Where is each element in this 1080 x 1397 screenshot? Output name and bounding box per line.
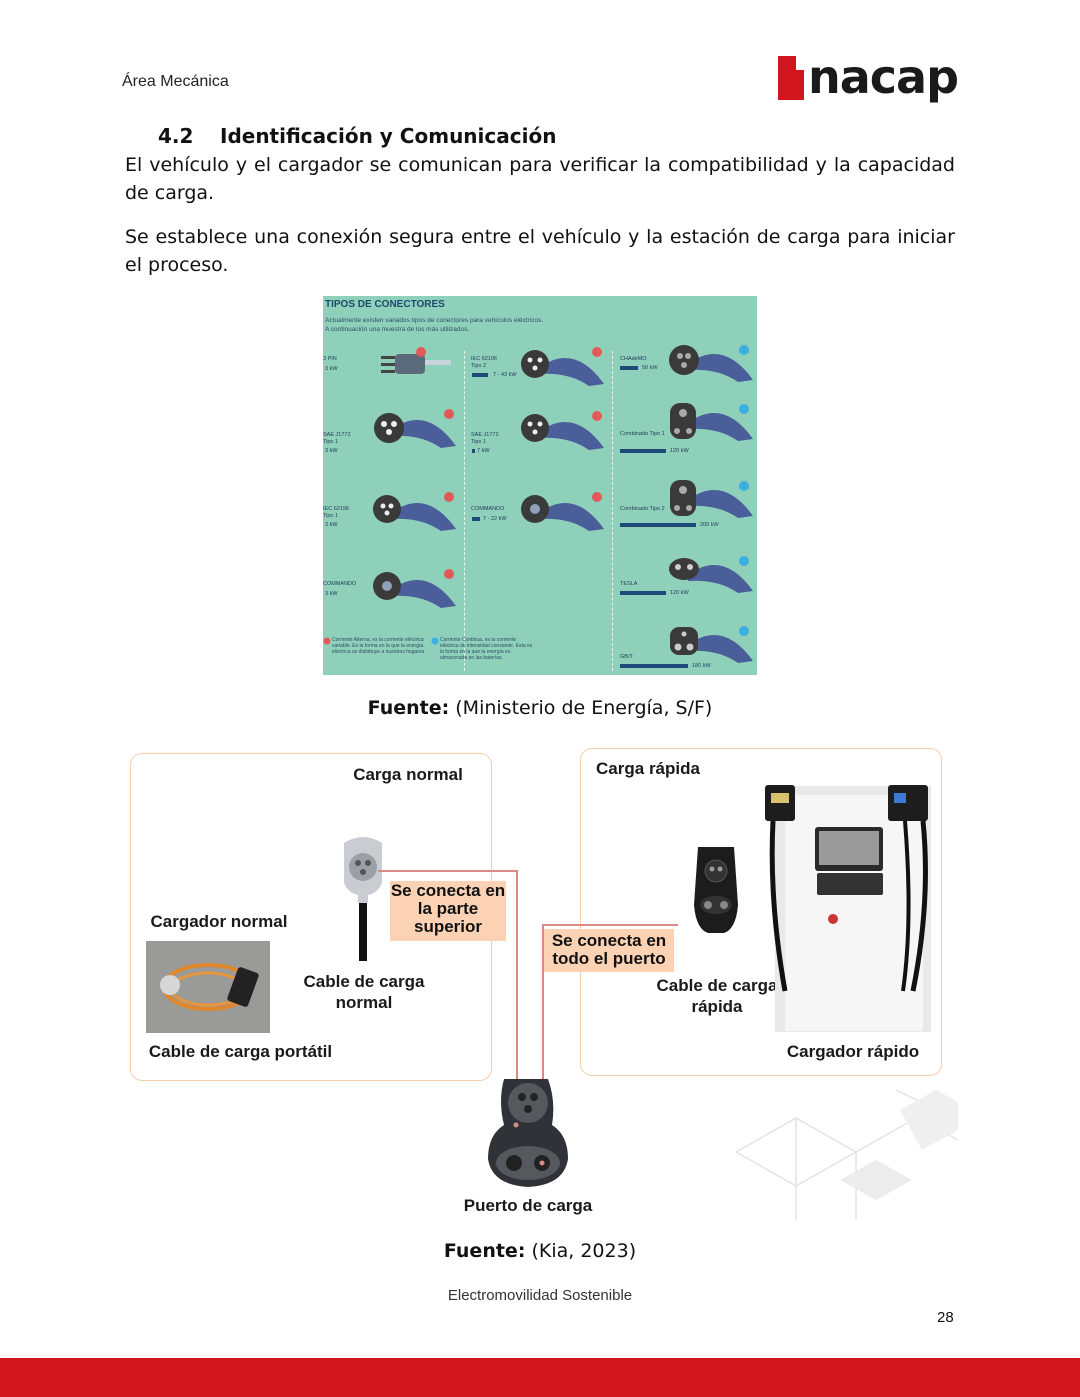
plug-iec-tipo2-icon [521,347,604,386]
connector-line [542,924,544,1166]
connector-label: SAE J1772 Tipo 1 [323,432,351,445]
logo-mark [778,56,804,100]
fast-charger-image [765,785,931,1032]
connector-power: 7 kW [477,448,490,454]
footer-red-bar [0,1358,1080,1397]
normal-cable-plug-image [344,837,382,961]
power-bar [620,366,638,370]
connector-label: COMMANDO [471,506,505,512]
source-text: (Ministerio de Energía, S/F) [449,697,713,719]
power-bar [472,449,475,453]
source-label: Fuente: [367,697,450,719]
plug-commando-icon [521,492,604,531]
connector-line [542,924,678,926]
power-bar [620,523,696,527]
plug-tesla-icon [669,556,753,593]
power-bar [620,449,666,453]
infographic-title: TIPOS DE CONECTORES [325,299,445,310]
connector-power: 120 kW [670,590,689,596]
plug-ccs1-icon [670,403,753,441]
connector-line [378,870,518,872]
plug-ccs2-icon [670,480,753,518]
logo-text: nacap [808,50,959,104]
charging-port-label: Puerto de carga [463,1196,593,1215]
connector-power: 3 kW [325,448,338,454]
plug-commando-icon [373,569,456,608]
fast-cable-plug-image [694,847,738,933]
connector-power: 3 kW [325,591,338,597]
plug-3pin-icon [381,347,451,374]
source-text: (Kia, 2023) [525,1240,637,1262]
section-title: Identificación y Comunicación [220,124,557,148]
fast-charger-label: Cargador rápido [786,1042,920,1061]
power-bar [472,517,480,521]
column-divider [612,351,613,671]
page-number: 28 [937,1309,954,1326]
paragraph-2: Se establece una conexión segura entre e… [125,226,955,276]
source-label: Fuente: [443,1240,526,1262]
power-bar [620,591,666,595]
plug-sae-j1772-icon [521,411,604,450]
inacap-logo: nacap [778,50,962,110]
subtitle-line-2: A continuación una muestra de los más ut… [325,326,470,333]
section-number: 4.2 [158,124,194,148]
connectors-infographic: TIPOS DE CONECTORES Actualmente existen … [323,296,757,675]
connector-label: Combinado Tipo 2 [620,506,665,512]
connector-line [516,870,518,1165]
connector-label: IEC 62196 Tipo 2 [471,356,497,369]
connector-label: 3 PIN [323,356,337,362]
fast-charge-title: Carga rápida [596,759,700,778]
section-heading: 4.2 Identificación y Comunicación [158,124,556,148]
fast-charge-panel [580,748,942,1076]
tag-top-connection: Se conecta en la parte superior [390,881,506,941]
power-bar [620,664,688,668]
header-area: Área Mecánica [122,73,229,90]
note-dc: Corriente Continua, es la corriente eléc… [440,637,533,661]
plug-chademo-icon [669,345,753,382]
plug-iec-tipo1-icon [373,492,456,531]
connector-power: 120 kW [670,448,689,454]
power-bar [472,373,488,377]
decorative-watermark-icon [736,1090,958,1220]
subtitle-line-1: Actualmente existen variados tipos de co… [325,317,544,324]
connector-label: Combinado Tipo 1 [620,431,665,437]
source-caption-2: Fuente: (Kia, 2023) [0,1240,1080,1262]
connector-power: 180 kW [692,663,711,669]
connector-power: 3 kW [325,366,338,372]
normal-cable-label: Cable de carga normal [303,972,425,1012]
connector-power: 50 kW [642,365,658,371]
fast-cable-label: Cable de carga rápida [656,976,778,1016]
kia-charging-diagram: Carga normal Carga rápida Cargador norma… [128,745,958,1225]
connector-label: GB/T [620,654,633,660]
connector-label: CHAdeMO [620,356,647,362]
normal-charger-label: Cargador normal [150,912,288,931]
dc-dot-icon [431,637,439,645]
charging-port-image [488,1079,568,1187]
connector-label: TESLA [620,581,638,587]
plug-gbt-icon [670,626,753,663]
infographic-subtitle: Actualmente existen variados tipos de co… [325,316,625,334]
source-caption-1: Fuente: (Ministerio de Energía, S/F) [0,697,1080,719]
connector-power: 7 - 22 kW [483,516,507,522]
connector-label: IEC 62196 Tipo 1 [323,506,349,519]
connector-label: COMMANDO [323,581,357,587]
portable-cable-label: Cable de carga portátil [148,1042,333,1061]
note-ac: Corriente Alterna, es la corriente eléct… [332,637,425,655]
footer-title: Electromovilidad Sostenible [447,1287,633,1304]
ac-dot-icon [323,637,331,645]
connector-power: 3 kW [325,522,338,528]
connector-power: 7 - 43 kW [493,372,517,378]
paragraph-1: El vehículo y el cargador se comunican p… [125,154,955,204]
portable-cable-image [146,941,270,1033]
tag-full-port: Se conecta en todo el puerto [544,929,674,972]
connector-label: SAE J1772 Tipo 1 [471,432,499,445]
plug-sae-j1772-icon [374,409,456,448]
column-divider [464,351,465,671]
normal-charge-title: Carga normal [353,765,463,784]
connector-power: 200 kW [700,522,719,528]
